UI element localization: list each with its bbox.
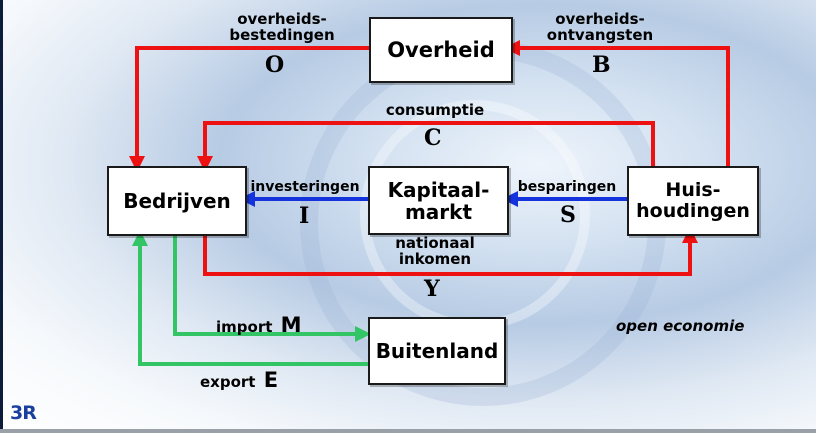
label-overheidsbestedingen-line2: bestedingen — [229, 25, 335, 44]
left-edge-strip — [0, 0, 3, 433]
label-nationaal-inkomen-line2: inkomen — [398, 249, 472, 268]
label-investeringen-line1: investeringen — [250, 179, 360, 195]
node-huishoudingen-label-line1: Huis- — [665, 179, 721, 202]
node-overheid-label: Overheid — [387, 38, 495, 62]
label-export-text: export — [200, 373, 256, 391]
label-besparingen-line1: besparingen — [517, 179, 617, 195]
label-besparingen: besparingen — [508, 180, 626, 195]
arrow-export — [132, 230, 368, 366]
diagram-caption: open economie — [616, 317, 745, 335]
symbol-S: S — [560, 202, 576, 228]
node-huishoudingen-label-line2: houdingen — [636, 200, 750, 222]
node-buitenland: Buitenland — [368, 317, 506, 385]
label-nationaal-inkomen-line1: nationaal — [395, 234, 475, 252]
node-kapitaalmarkt-label-line2: markt — [404, 199, 473, 224]
label-import-text: import — [216, 318, 273, 336]
symbol-C: C — [424, 125, 442, 151]
symbol-I: I — [299, 203, 310, 229]
label-overheidsbestedingen-line1: overheids- — [237, 10, 327, 28]
symbol-M: M — [280, 313, 302, 337]
node-overheid: Overheid — [369, 17, 513, 83]
label-overheidsontvangsten-line1: overheids- — [555, 10, 645, 28]
arrow-consumptie — [197, 121, 655, 172]
node-bedrijven: Bedrijven — [107, 166, 247, 236]
arrow-import — [173, 233, 371, 342]
label-consumptie: consumptie — [365, 101, 505, 119]
arrow-nationaal-inkomen — [203, 227, 698, 276]
node-kapitaalmarkt: Kapitaal- markt — [368, 166, 509, 235]
node-bedrijven-label: Bedrijven — [123, 189, 231, 213]
node-kapitaalmarkt-label-line1: Kapitaal- — [387, 177, 490, 202]
label-export: export E — [200, 369, 278, 391]
arrow-overheidsbestedingen — [129, 46, 370, 172]
label-consumptie-line1: consumptie — [385, 101, 485, 119]
label-overheidsontvangsten-line2: ontvangsten — [546, 25, 654, 44]
node-huishoudingen: Huis- houdingen — [627, 166, 759, 236]
label-overheidsbestedingen: overheids- bestedingen — [212, 10, 352, 44]
symbol-Y: Y — [424, 276, 440, 302]
label-nationaal-inkomen: nationaal inkomen — [375, 234, 495, 268]
symbol-E: E — [263, 368, 279, 392]
symbol-O: O — [265, 52, 285, 78]
symbol-B: B — [592, 52, 611, 78]
logo: 3R — [10, 402, 37, 424]
label-overheidsontvangsten: overheids- ontvangsten — [530, 10, 670, 44]
bottom-bar — [0, 429, 816, 433]
node-buitenland-label: Buitenland — [375, 339, 499, 363]
label-import: import M — [216, 314, 302, 336]
arrow-overheidsontvangsten — [504, 40, 730, 166]
label-investeringen: investeringen — [244, 180, 366, 195]
